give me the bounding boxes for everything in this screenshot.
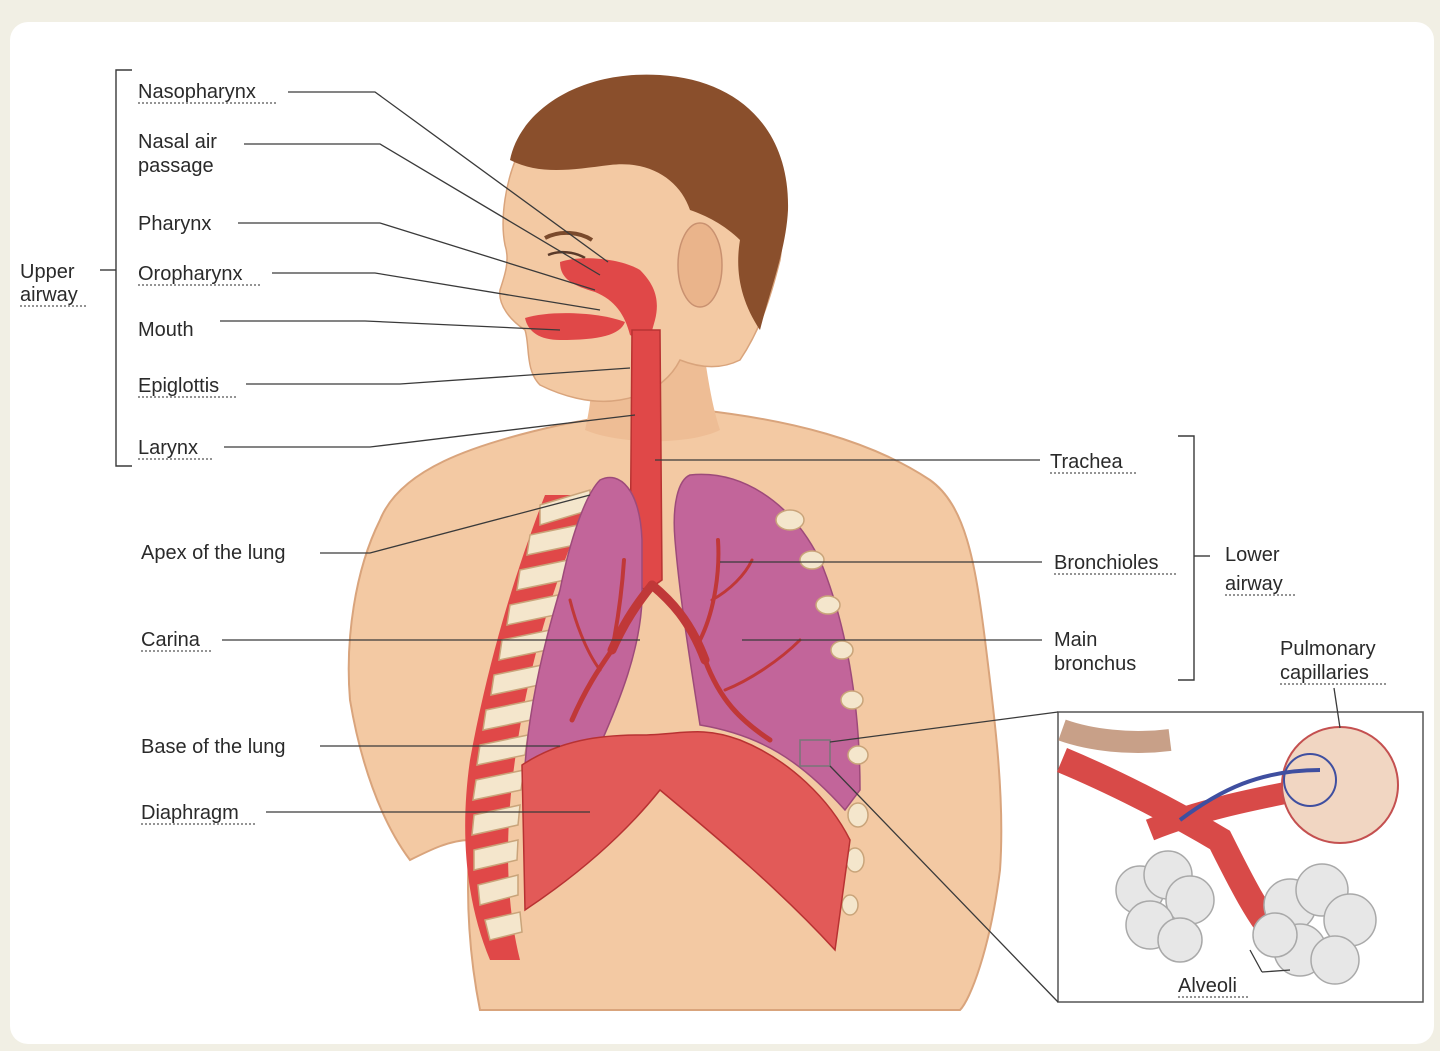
torso: [347, 409, 1003, 1011]
label-lower: Lower: [1225, 544, 1280, 566]
right-rib-edges: [775, 509, 869, 916]
label-nasal-air: Nasal air: [138, 131, 217, 153]
diaphragm-shape: [521, 731, 851, 952]
capillary-cluster: [1281, 726, 1399, 844]
label-airway-upper: airway: [20, 284, 78, 306]
label-pharynx: Pharynx: [138, 213, 211, 235]
ribcage: [465, 488, 591, 960]
bronchial-tree: [568, 538, 802, 743]
eye: [547, 250, 586, 260]
label-oropharynx: Oropharynx: [138, 263, 243, 285]
label-nasopharynx: Nasopharynx: [138, 81, 256, 103]
label-diaphragm: Diaphragm: [141, 802, 239, 824]
upper-airway-bracket: [115, 69, 132, 467]
label-capillaries: capillaries: [1280, 662, 1369, 684]
label-bronchus: bronchus: [1054, 653, 1136, 675]
label-apex-of-the-lung: Apex of the lung: [141, 542, 286, 564]
lower-airway-bracket: [1178, 435, 1195, 681]
label-main: Main: [1054, 629, 1097, 651]
label-airway-lower: airway: [1225, 573, 1283, 595]
label-trachea: Trachea: [1050, 451, 1124, 473]
label-bronchioles: Bronchioles: [1054, 552, 1159, 574]
label-base-of-the-lung: Base of the lung: [141, 736, 286, 758]
alveoli-sacs: [1115, 850, 1377, 985]
leader-lines: [220, 91, 1042, 813]
brackets: [100, 69, 1210, 681]
hair: [510, 74, 789, 331]
label-larynx: Larynx: [138, 437, 198, 459]
alveoli-inset: [829, 687, 1424, 1003]
dotted-underlines: [20, 102, 1386, 998]
label-alveoli: Alveoli: [1178, 975, 1237, 997]
nasal-cavity: [560, 258, 657, 345]
artery-tube: [1058, 719, 1172, 753]
bronchiole-tube: [1056, 748, 1290, 950]
label-upper: Upper: [20, 261, 75, 283]
label-carina: Carina: [141, 629, 201, 651]
eyebrow: [544, 231, 594, 242]
labels: Nasopharynx Nasal air passage Pharynx Or…: [20, 81, 1376, 997]
label-passage: passage: [138, 155, 214, 177]
oral-cavity: [525, 313, 625, 340]
lung-detail-marker: [799, 739, 831, 767]
torso-illustration: [347, 74, 1003, 1011]
label-epiglottis: Epiglottis: [138, 375, 219, 397]
label-pulmonary: Pulmonary: [1280, 638, 1376, 660]
label-mouth: Mouth: [138, 319, 194, 341]
ear: [677, 222, 723, 308]
